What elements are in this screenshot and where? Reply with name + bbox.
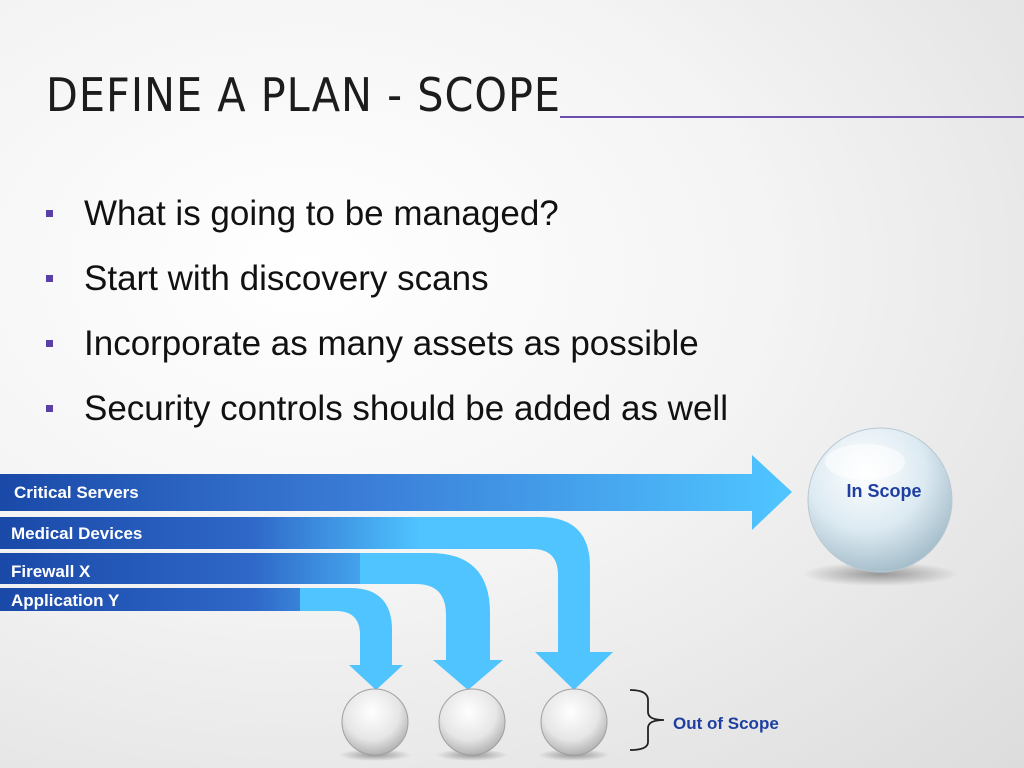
out-of-scope-sphere bbox=[438, 688, 506, 756]
out-of-scope-sphere bbox=[540, 688, 608, 756]
application-y-band bbox=[0, 588, 300, 611]
critical-servers-arrow bbox=[0, 455, 792, 530]
out-of-scope-sphere bbox=[341, 688, 409, 756]
bullet-item: Security controls should be added as wel… bbox=[46, 385, 728, 450]
sphere-highlight bbox=[825, 444, 905, 480]
stream-label-firewall-x: Firewall X bbox=[11, 562, 91, 581]
square-bullet-icon bbox=[46, 340, 53, 347]
bullet-text: Start with discovery scans bbox=[84, 259, 489, 298]
bullet-item: What is going to be managed? bbox=[46, 190, 728, 255]
bullet-item: Incorporate as many assets as possible bbox=[46, 320, 728, 385]
right-brace-icon bbox=[629, 689, 665, 751]
bullet-list: What is going to be managed? Start with … bbox=[46, 190, 728, 450]
medical-devices-band bbox=[0, 517, 420, 549]
stream-label-application-y: Application Y bbox=[11, 591, 120, 610]
stream-label-critical-servers: Critical Servers bbox=[14, 483, 139, 502]
square-bullet-icon bbox=[46, 210, 53, 217]
title-underline bbox=[560, 116, 1024, 118]
firewall-x-band bbox=[0, 553, 360, 584]
square-bullet-icon bbox=[46, 405, 53, 412]
stream-label-medical-devices: Medical Devices bbox=[11, 524, 142, 543]
out-of-scope-label: Out of Scope bbox=[673, 714, 779, 733]
bullet-item: Start with discovery scans bbox=[46, 255, 728, 320]
bullet-text: What is going to be managed? bbox=[84, 194, 559, 233]
bullet-text: Security controls should be added as wel… bbox=[84, 389, 728, 428]
bullet-text: Incorporate as many assets as possible bbox=[84, 324, 699, 363]
sphere-shadow bbox=[802, 562, 958, 586]
in-scope-label: In Scope bbox=[846, 481, 921, 501]
square-bullet-icon bbox=[46, 275, 53, 282]
slide-title: DEFINE A PLAN - SCOPE bbox=[46, 68, 562, 122]
